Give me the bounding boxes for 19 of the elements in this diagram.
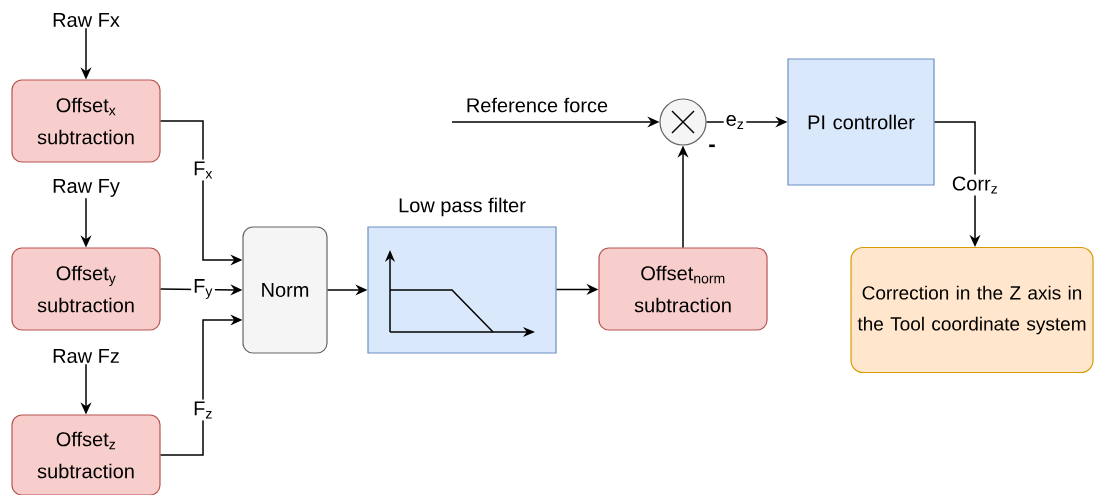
process-box: Offset$_{z}$ subtraction [11, 414, 161, 495]
input-label: Raw Fx [53, 13, 120, 27]
block-title: Low pass filter [399, 197, 526, 217]
edge-label: F$_{z}$ [191, 399, 215, 421]
input-label: Raw Fz [53, 349, 119, 363]
edge-label: F$_{x}$ [191, 159, 215, 181]
process-box: Offset$_{y}$ subtraction [11, 247, 161, 331]
output-box: Correction in the Z axis in the Tool coordinate system [850, 246, 1094, 374]
process-box: Offset$_{x}$ subtraction [11, 79, 161, 163]
controller-block: PI controller [787, 58, 935, 186]
process-box: Offset$_{norm}$ subtraction [598, 247, 768, 331]
edge-label: e$_{z}$ [723, 113, 747, 131]
edge-label: Reference force [467, 97, 608, 113]
summing-junction [659, 98, 707, 146]
input-label: Raw Fy [53, 179, 120, 197]
edge-label: Corr$_{z}$ [949, 174, 1001, 196]
process-box: Norm [242, 226, 328, 354]
sign-label: - [709, 144, 715, 148]
edge-label: F$_{y}$ [191, 277, 215, 301]
